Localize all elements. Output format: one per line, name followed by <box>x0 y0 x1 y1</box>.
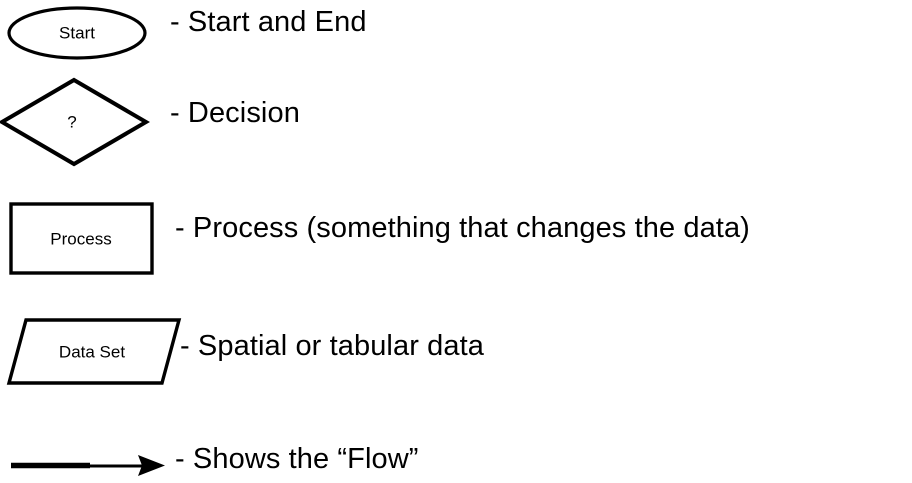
legend-row-flow: - Shows the “Flow” <box>0 440 912 483</box>
dataset-shape-label: Data Set <box>59 342 125 361</box>
diamond-icon <box>0 77 150 167</box>
legend-row-decision: ? - Decision <box>0 72 912 172</box>
parallelogram-icon <box>6 318 182 385</box>
process-symbol: Process <box>0 196 175 284</box>
terminator-symbol: Start <box>0 0 170 70</box>
decision-description: - Decision <box>170 97 300 129</box>
decision-symbol: ? <box>0 72 170 172</box>
arrow-head-icon <box>138 455 165 476</box>
rectangle-icon <box>9 202 154 275</box>
flow-symbol <box>0 440 175 483</box>
process-description: - Process (something that changes the da… <box>175 212 750 244</box>
ellipse-icon <box>7 6 147 60</box>
legend-row-process: Process - Process (something that change… <box>0 196 912 284</box>
dataset-description: - Spatial or tabular data <box>180 330 484 362</box>
process-shape-label: Process <box>50 229 111 248</box>
legend-row-dataset: Data Set - Spatial or tabular data <box>0 312 912 392</box>
terminator-description: - Start and End <box>170 6 367 38</box>
dataset-symbol: Data Set <box>0 312 182 392</box>
decision-shape-label: ? <box>67 112 76 131</box>
terminator-shape-label: Start <box>59 23 95 42</box>
legend-row-terminator: Start - Start and End <box>0 0 912 70</box>
flow-description: - Shows the “Flow” <box>175 443 419 475</box>
